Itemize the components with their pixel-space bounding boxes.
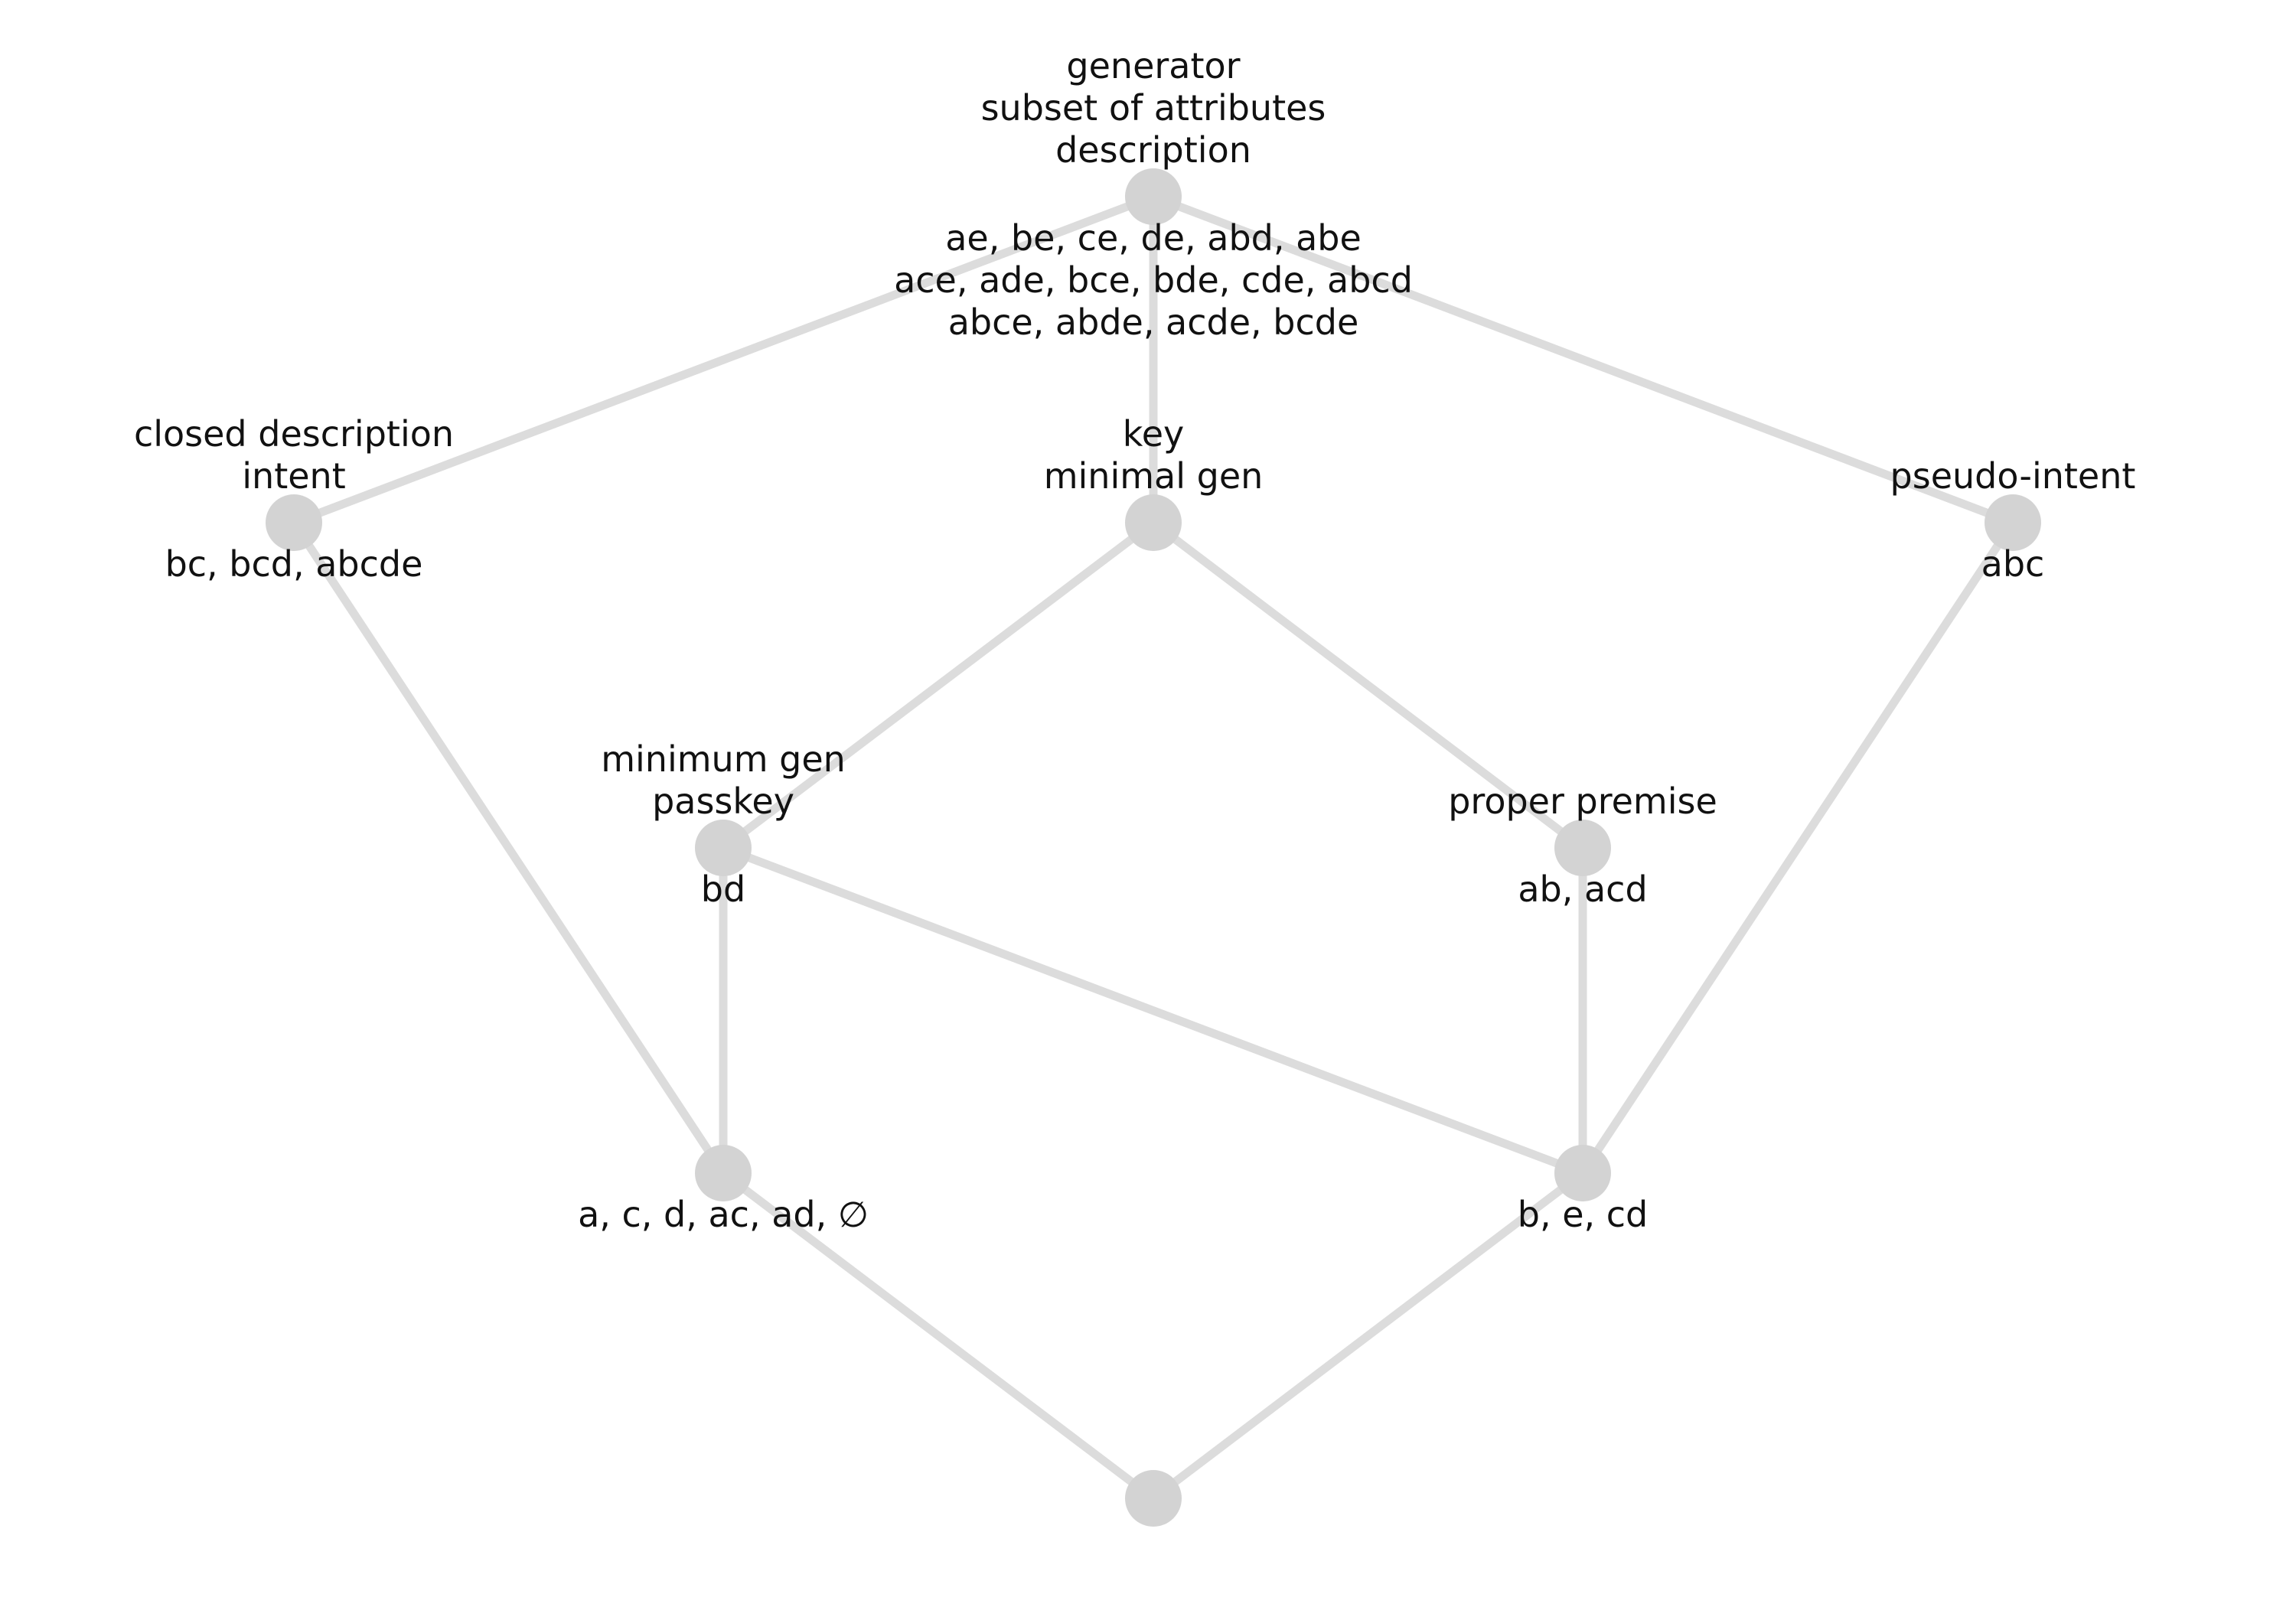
node-key-label-above: key — [1123, 413, 1185, 455]
node-top-label-above: subset of attributes — [981, 87, 1326, 129]
node-key-label-above: minimal gen — [1044, 455, 1264, 497]
node-pseudo-label-above: pseudo-intent — [1890, 455, 2136, 497]
edges-layer — [290, 192, 2017, 1502]
node-bottom — [1125, 1470, 1182, 1527]
node-closed — [266, 494, 322, 551]
node-right — [1554, 1145, 1611, 1201]
node-left-label-below: a, c, d, ac, ad, ∅ — [578, 1194, 869, 1235]
node-proper-label-above: proper premise — [1448, 781, 1717, 822]
edge-top-pseudo — [1152, 192, 2014, 527]
node-pseudo-label-below: abc — [1981, 543, 2045, 585]
node-top-label-below: ae, be, ce, de, abd, abe — [945, 217, 1362, 259]
edge-closed-left — [290, 520, 727, 1176]
node-right-label-below: b, e, cd — [1518, 1194, 1648, 1235]
node-top-label-below: ace, ade, bce, bde, cde, abcd — [894, 259, 1413, 301]
node-closed-label-below: bc, bcd, abcde — [165, 543, 423, 585]
node-minimum-label-above: minimum gen — [601, 738, 846, 780]
node-minimum-label-below: bd — [701, 869, 745, 910]
node-minimum-label-above: passkey — [652, 781, 794, 822]
nodes-layer — [266, 168, 2041, 1527]
node-pseudo — [1985, 494, 2041, 551]
edge-pseudo-right — [1579, 520, 2017, 1176]
node-proper — [1554, 820, 1611, 876]
edge-right-bottom — [1150, 1169, 1586, 1502]
edge-minimum-right — [722, 843, 1584, 1178]
node-proper-label-below: ab, acd — [1518, 869, 1647, 910]
node-left — [695, 1145, 752, 1201]
edge-left-bottom — [720, 1169, 1156, 1502]
node-top-label-above: description — [1055, 129, 1251, 171]
node-top-label-above: generator — [1066, 45, 1240, 86]
node-top-label-below: abce, abde, acde, bcde — [948, 302, 1359, 343]
node-key — [1125, 494, 1182, 551]
edge-key-minimum — [720, 519, 1156, 852]
edge-key-proper — [1150, 519, 1586, 852]
node-closed-label-above: intent — [242, 455, 345, 497]
edge-top-closed — [292, 192, 1155, 527]
node-minimum — [695, 820, 752, 876]
node-closed-label-above: closed description — [134, 413, 454, 455]
node-top — [1125, 168, 1182, 225]
